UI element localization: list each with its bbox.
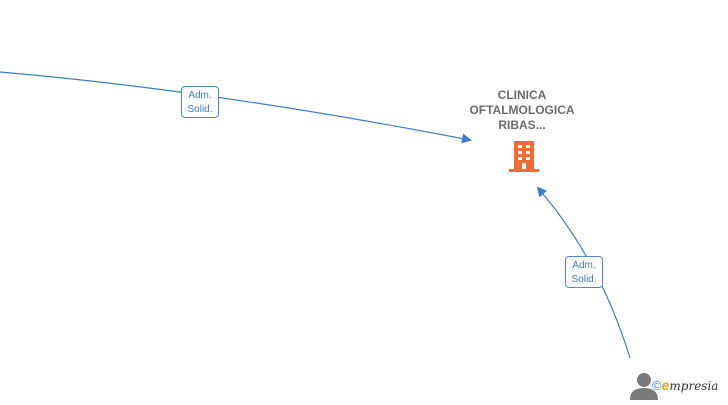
brand-initial: e (661, 377, 670, 393)
brand-name: mpresia (669, 379, 719, 393)
copyright-symbol: © (652, 378, 662, 393)
edge-line-left (0, 71, 472, 144)
edge-label-bottom-line-1: Adm. (572, 260, 596, 271)
edge-label-left: Adm. Solid. (181, 86, 219, 118)
company-name-line-3: RIBAS... (498, 118, 546, 132)
edge-label-left-line-1: Adm. (188, 90, 212, 101)
company-name-line-1: CLINICA (497, 88, 547, 102)
edge-label-left-line-2: Solid. (187, 104, 213, 115)
company-name[interactable]: CLINICA OFTALMOLOGICA RIBAS... (452, 88, 592, 133)
edge-label-bottom-line-2: Solid. (571, 274, 597, 285)
building-icon[interactable] (508, 139, 540, 178)
company-name-line-2: OFTALMOLOGICA (469, 103, 575, 117)
brand-logo: ©empresia (652, 377, 718, 393)
person-icon[interactable] (630, 372, 658, 405)
edge-label-bottom: Adm. Solid. (565, 256, 603, 288)
